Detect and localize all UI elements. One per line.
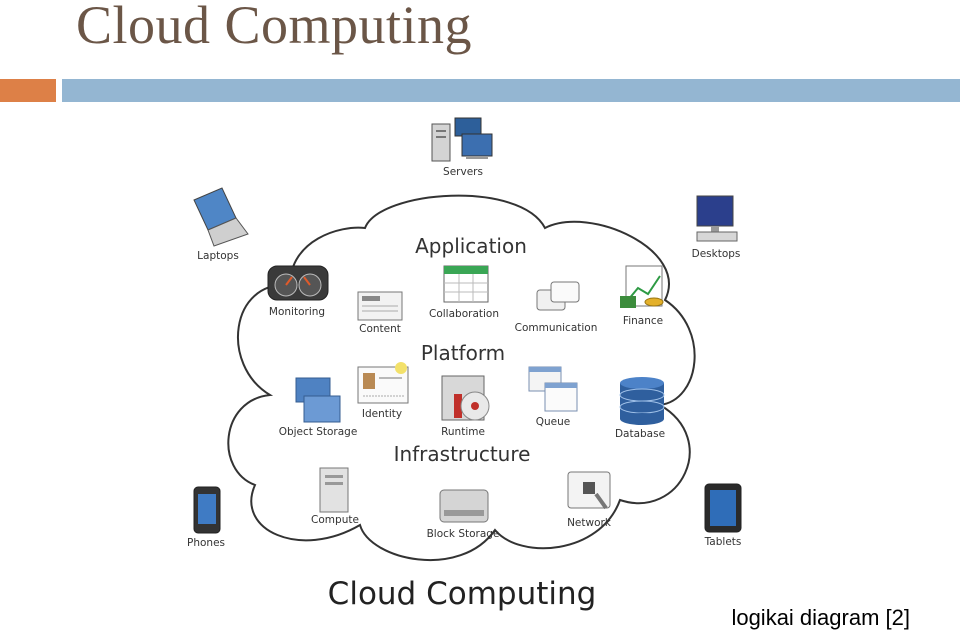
- layer-application-title: Application: [415, 234, 527, 258]
- servers-label: Servers: [443, 166, 483, 178]
- servers-icon: [431, 117, 493, 162]
- monitoring-label: Monitoring: [268, 306, 326, 318]
- communication-label: Communication: [514, 322, 598, 334]
- network-label: Network: [567, 517, 611, 529]
- queue-label: Queue: [535, 416, 571, 428]
- queue-icon: [528, 366, 578, 412]
- tablets-label: Tablets: [704, 536, 742, 548]
- phone-icon: [193, 486, 221, 534]
- phones-label: Phones: [187, 537, 225, 549]
- laptops-label: Laptops: [197, 250, 239, 262]
- network-icon: [567, 471, 611, 510]
- desktops-label: Desktops: [691, 248, 741, 260]
- slide-caption: logikai diagram [2]: [731, 605, 910, 630]
- tablet-icon: [704, 483, 742, 533]
- slide-title: Cloud Computing: [76, 0, 473, 55]
- runtime-label: Runtime: [441, 426, 485, 438]
- identity-icon: [357, 362, 409, 404]
- layer-platform-title: Platform: [420, 341, 506, 365]
- collaboration-icon: [443, 265, 489, 303]
- finance-label: Finance: [622, 315, 664, 327]
- object-storage-label: Object Storage: [278, 426, 358, 438]
- block-storage-label: Block Storage: [426, 528, 500, 540]
- monitoring-icon: [267, 265, 329, 301]
- object-storage-icon: [295, 377, 341, 423]
- compute-icon: [319, 467, 349, 513]
- content-icon: [357, 291, 403, 321]
- block-storage-icon: [439, 489, 489, 523]
- content-label: Content: [359, 323, 401, 335]
- communication-icon: [536, 281, 580, 311]
- compute-label: Compute: [311, 514, 359, 526]
- layer-infrastructure-title: Infrastructure: [393, 442, 531, 466]
- diagram-title: Cloud Computing: [327, 576, 597, 612]
- identity-label: Identity: [361, 408, 403, 420]
- database-label: Database: [614, 428, 666, 440]
- database-icon: [619, 377, 665, 425]
- desktop-icon: [696, 195, 738, 242]
- collaboration-label: Collaboration: [429, 308, 499, 320]
- accent-bar-blue: [62, 79, 960, 102]
- accent-bar-orange: [0, 79, 56, 102]
- finance-icon: [620, 265, 664, 308]
- laptop-icon: [193, 187, 249, 247]
- runtime-icon: [441, 375, 490, 421]
